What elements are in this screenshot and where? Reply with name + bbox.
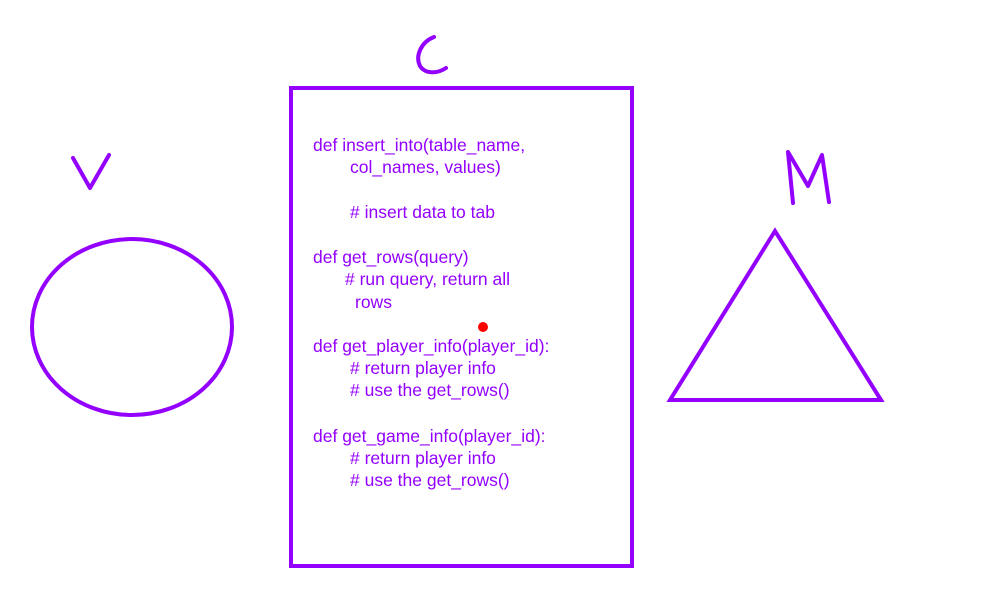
model-triangle [666, 227, 885, 402]
controller-box [289, 86, 634, 568]
view-label-glyph [71, 153, 111, 190]
code-line-insert-def: def insert_into(table_name, [313, 135, 526, 155]
code-line-get-rows-comment: # run query, return all [345, 269, 511, 289]
code-line-player-info-comment-1: # return player info [350, 358, 496, 378]
view-ellipse [30, 237, 234, 417]
code-line-game-info-comment-2: # use the get_rows() [350, 470, 510, 490]
pointer-dot [478, 322, 488, 332]
code-line-get-rows-comment-cont: rows [355, 292, 392, 312]
code-line-insert-args: col_names, values) [350, 157, 501, 177]
controller-label-glyph [416, 35, 448, 75]
code-line-game-info-def: def get_game_info(player_id): [313, 426, 546, 446]
code-line-get-rows-def: def get_rows(query) [313, 247, 469, 267]
code-line-player-info-def: def get_player_info(player_id): [313, 336, 550, 356]
code-line-player-info-comment-2: # use the get_rows() [350, 380, 510, 400]
code-line-insert-comment: # insert data to tab [350, 202, 495, 222]
code-line-game-info-comment-1: # return player info [350, 448, 496, 468]
model-label-glyph [786, 150, 831, 205]
